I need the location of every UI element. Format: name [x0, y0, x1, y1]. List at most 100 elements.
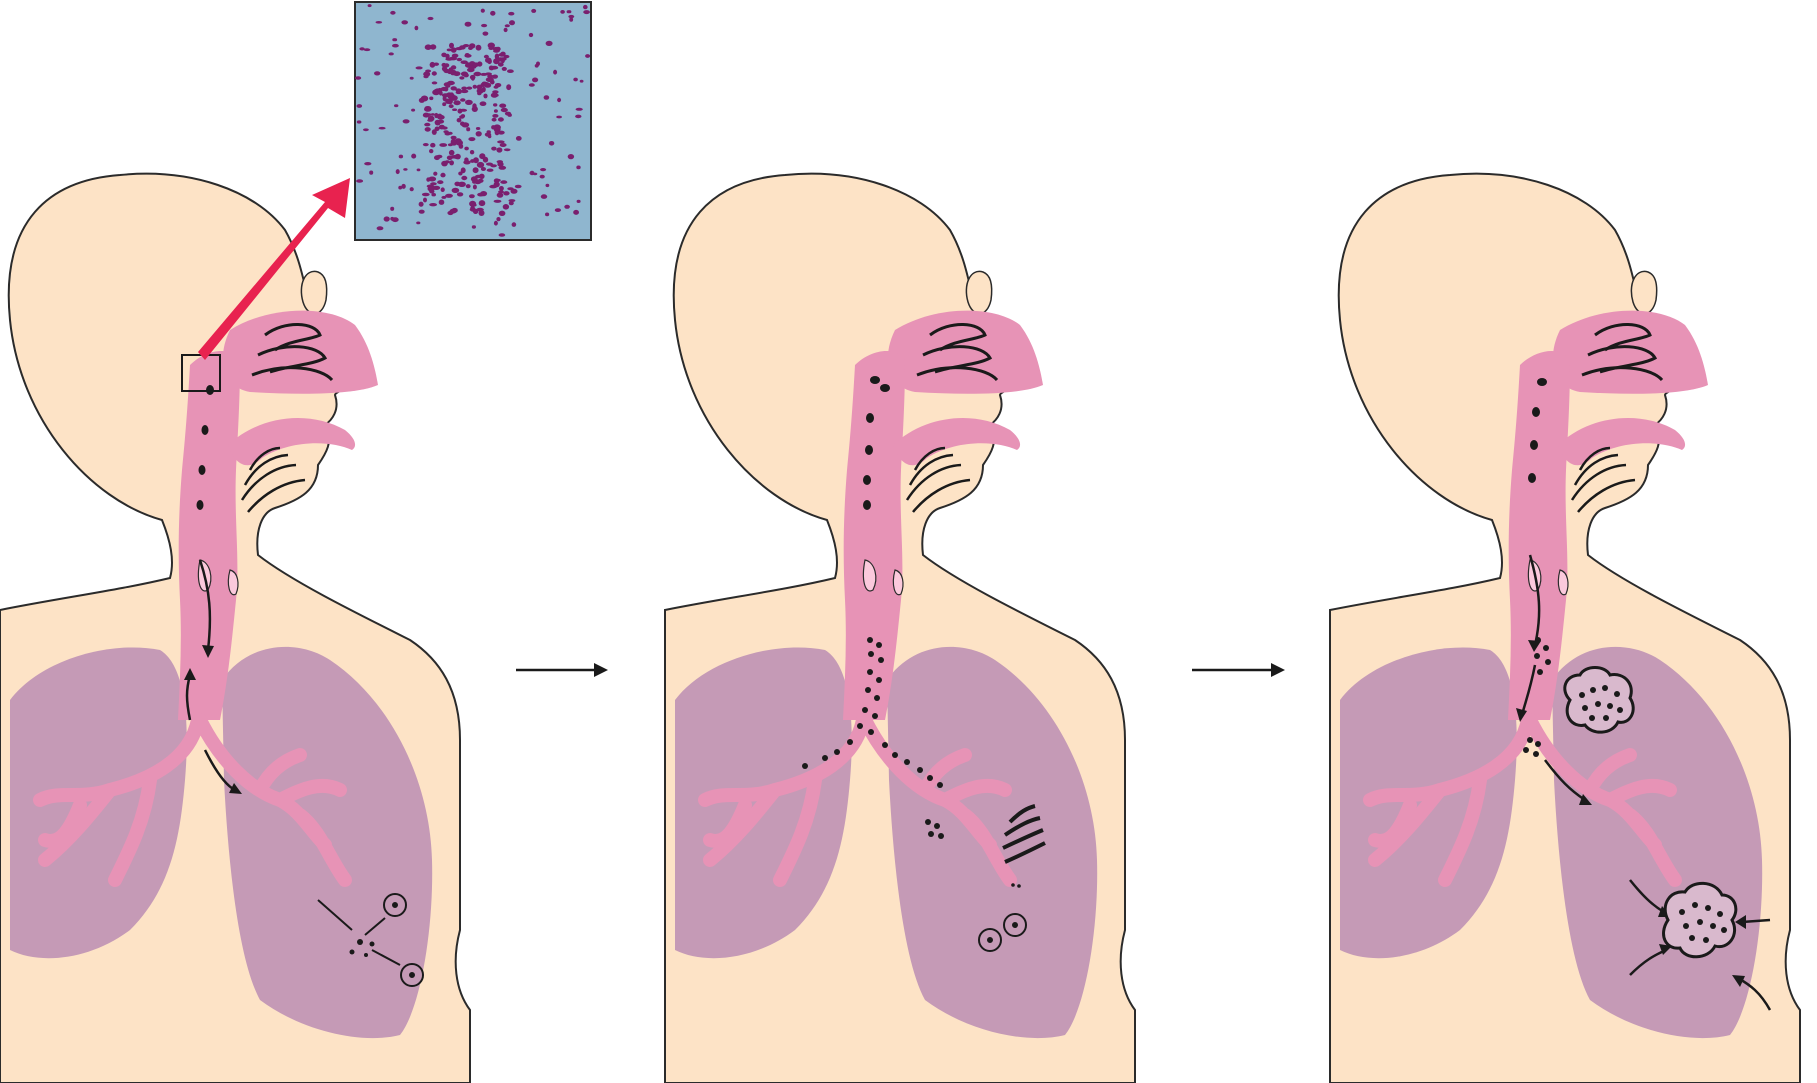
bacterium — [449, 160, 454, 165]
bacterium — [503, 191, 509, 195]
bacterium — [459, 76, 464, 79]
bacterium — [473, 167, 479, 173]
bacterium — [495, 130, 500, 136]
bacterium — [503, 204, 509, 210]
bacterium — [583, 5, 588, 9]
bacterium — [483, 94, 487, 99]
bacterium — [447, 211, 453, 215]
bacterium — [557, 98, 561, 102]
bacterium — [465, 53, 470, 56]
bacterium — [374, 71, 380, 75]
bacterium — [504, 28, 508, 32]
bacterium — [546, 41, 553, 46]
bacterium — [556, 116, 562, 119]
bacterium — [486, 77, 494, 82]
bacterium — [447, 99, 453, 105]
bacterium — [490, 164, 497, 167]
bacterium — [421, 96, 428, 102]
bacterium — [470, 150, 474, 154]
bacterium — [575, 115, 581, 119]
bacterium — [502, 67, 507, 71]
bacterium — [476, 45, 482, 51]
bacterium — [401, 20, 408, 24]
bacterium — [430, 44, 436, 49]
bacterium — [447, 156, 453, 161]
bacterium — [509, 199, 516, 202]
bacterium — [540, 168, 546, 171]
bacterium — [466, 184, 471, 188]
bacterium — [568, 15, 574, 18]
bacterium — [494, 221, 498, 226]
bacterium — [573, 210, 579, 215]
bacterium — [494, 200, 502, 203]
bacterium — [428, 177, 436, 182]
bacterium — [451, 65, 456, 69]
bacterium — [434, 155, 440, 160]
bacterium — [445, 194, 453, 198]
bacterium — [439, 143, 447, 147]
bacterium — [460, 98, 465, 102]
bacterium — [449, 150, 455, 156]
bacterium — [368, 4, 372, 7]
bacterium — [455, 88, 461, 92]
bacterium — [432, 71, 437, 75]
bacterium — [439, 200, 445, 205]
bacterium — [485, 72, 492, 75]
bacterium — [453, 71, 460, 76]
bacterium — [507, 69, 514, 73]
bacterium — [439, 91, 443, 96]
bacterium — [512, 222, 517, 227]
bacterium — [357, 104, 363, 108]
bacterium — [424, 123, 430, 127]
bacterium — [437, 180, 443, 184]
bacterium — [439, 125, 445, 130]
bacterium — [449, 104, 454, 108]
bacterium — [487, 130, 491, 133]
bacterium — [483, 157, 488, 163]
bacterium — [491, 147, 496, 151]
bacterium — [430, 143, 435, 148]
bacterium — [531, 9, 536, 13]
bacterium — [580, 80, 584, 83]
bacterium — [446, 84, 451, 88]
bacterium — [577, 200, 581, 203]
panel-stage-2 — [665, 174, 1135, 1083]
bacterium — [504, 148, 511, 151]
bacterium — [464, 147, 469, 151]
bacterium — [443, 69, 450, 73]
bacterium — [425, 106, 431, 110]
bacterium — [430, 62, 436, 68]
bacterium — [498, 117, 504, 121]
bacterium — [433, 172, 437, 176]
bacterium — [516, 136, 522, 141]
bacterium — [437, 120, 444, 124]
bacterium — [560, 10, 565, 14]
bacterium — [497, 162, 503, 167]
bacterium — [390, 11, 395, 15]
bacterium — [477, 92, 481, 95]
bacterium — [390, 217, 394, 221]
bacterium — [479, 174, 485, 179]
bacterium — [432, 81, 438, 84]
bacterium — [468, 137, 475, 141]
transition-arrow-2 — [1192, 663, 1285, 677]
bacterium — [481, 9, 485, 13]
bacterium — [461, 114, 465, 118]
bacterium — [515, 185, 522, 188]
bacterium — [564, 205, 570, 209]
bacterium — [459, 109, 467, 112]
bacterium — [473, 185, 477, 190]
bacterium — [535, 64, 539, 68]
bacterium — [429, 203, 437, 206]
bacterium — [403, 119, 410, 123]
bacterium — [455, 154, 461, 160]
bacterium — [445, 160, 450, 163]
bacterium — [448, 143, 453, 146]
bacterium — [457, 58, 462, 61]
bacterium — [466, 127, 470, 131]
bacterium — [497, 193, 504, 198]
bacterium — [500, 57, 506, 60]
bacterium — [453, 100, 460, 105]
bacterium — [461, 72, 468, 77]
bacterium — [494, 182, 500, 188]
